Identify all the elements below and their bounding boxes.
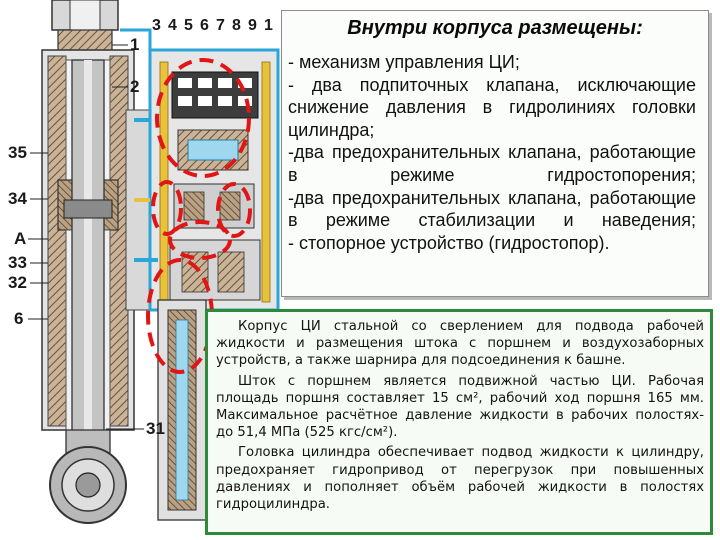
list-item: - механизм управления ЦИ; (288, 52, 520, 72)
highlight-makeup-valve-right (216, 182, 252, 238)
callout-left-32: 32 (8, 273, 27, 292)
callout-left-33: 33 (8, 253, 27, 272)
lower-valve-column (157, 299, 207, 521)
callout-left-6: 6 (14, 309, 23, 328)
callout-top-1: 3 (152, 17, 161, 34)
highlight-makeup-valve-left (151, 180, 183, 236)
callout-left-A: А (14, 229, 26, 248)
fluid-channels (120, 28, 158, 262)
top-eye (51, 0, 119, 53)
callout-top-7: 9 (248, 17, 257, 34)
callout-top-4: 6 (200, 17, 209, 34)
valve-head-block (148, 48, 280, 312)
callout-left-1: 1 (130, 35, 139, 54)
highlight-safety-valves (168, 220, 232, 260)
list-item: -два предохранительных клапана, работающ… (288, 142, 696, 185)
contents-list: - механизм управления ЦИ; - два подпиточ… (288, 51, 696, 254)
info-box-contents: Внутри корпуса размещены: - механизм упр… (281, 10, 709, 297)
callout-left-2: 2 (130, 77, 139, 96)
list-item: - стопорное устройство (гидростопор). (288, 232, 610, 253)
info-box-title: Внутри корпуса размещены: (347, 17, 643, 39)
description-paragraph: Головка цилиндра обеспечивает подвод жид… (216, 445, 704, 513)
callout-top-2: 4 (168, 17, 177, 34)
callout-numbers: 3 4 5 6 7 8 9 1 1 2 35 34 А 33 32 6 31 (8, 17, 273, 438)
list-item: -два предохранительных клапана, работающ… (288, 187, 696, 231)
highlight-control-mechanism (155, 58, 251, 178)
description-paragraph: Шток с поршнем является подвижной частью… (216, 373, 704, 441)
info-box-description: Корпус ЦИ стальной со сверлением для под… (205, 309, 713, 535)
list-item: - два подпиточных клапана, исключающие с… (288, 74, 696, 140)
leader-lines (28, 44, 144, 430)
callout-left-31: 31 (146, 419, 165, 438)
bottom-eye (49, 429, 127, 524)
callout-top-8: 1 (264, 17, 273, 34)
callout-top-6: 8 (232, 17, 241, 34)
callout-top-5: 7 (216, 17, 225, 34)
description-paragraph: Корпус ЦИ стальной со сверлением для под… (216, 319, 704, 369)
callout-left-34: 34 (8, 189, 27, 208)
callout-top-3: 5 (184, 17, 193, 34)
callout-left-35: 35 (8, 143, 27, 162)
piston-rod (63, 59, 113, 451)
